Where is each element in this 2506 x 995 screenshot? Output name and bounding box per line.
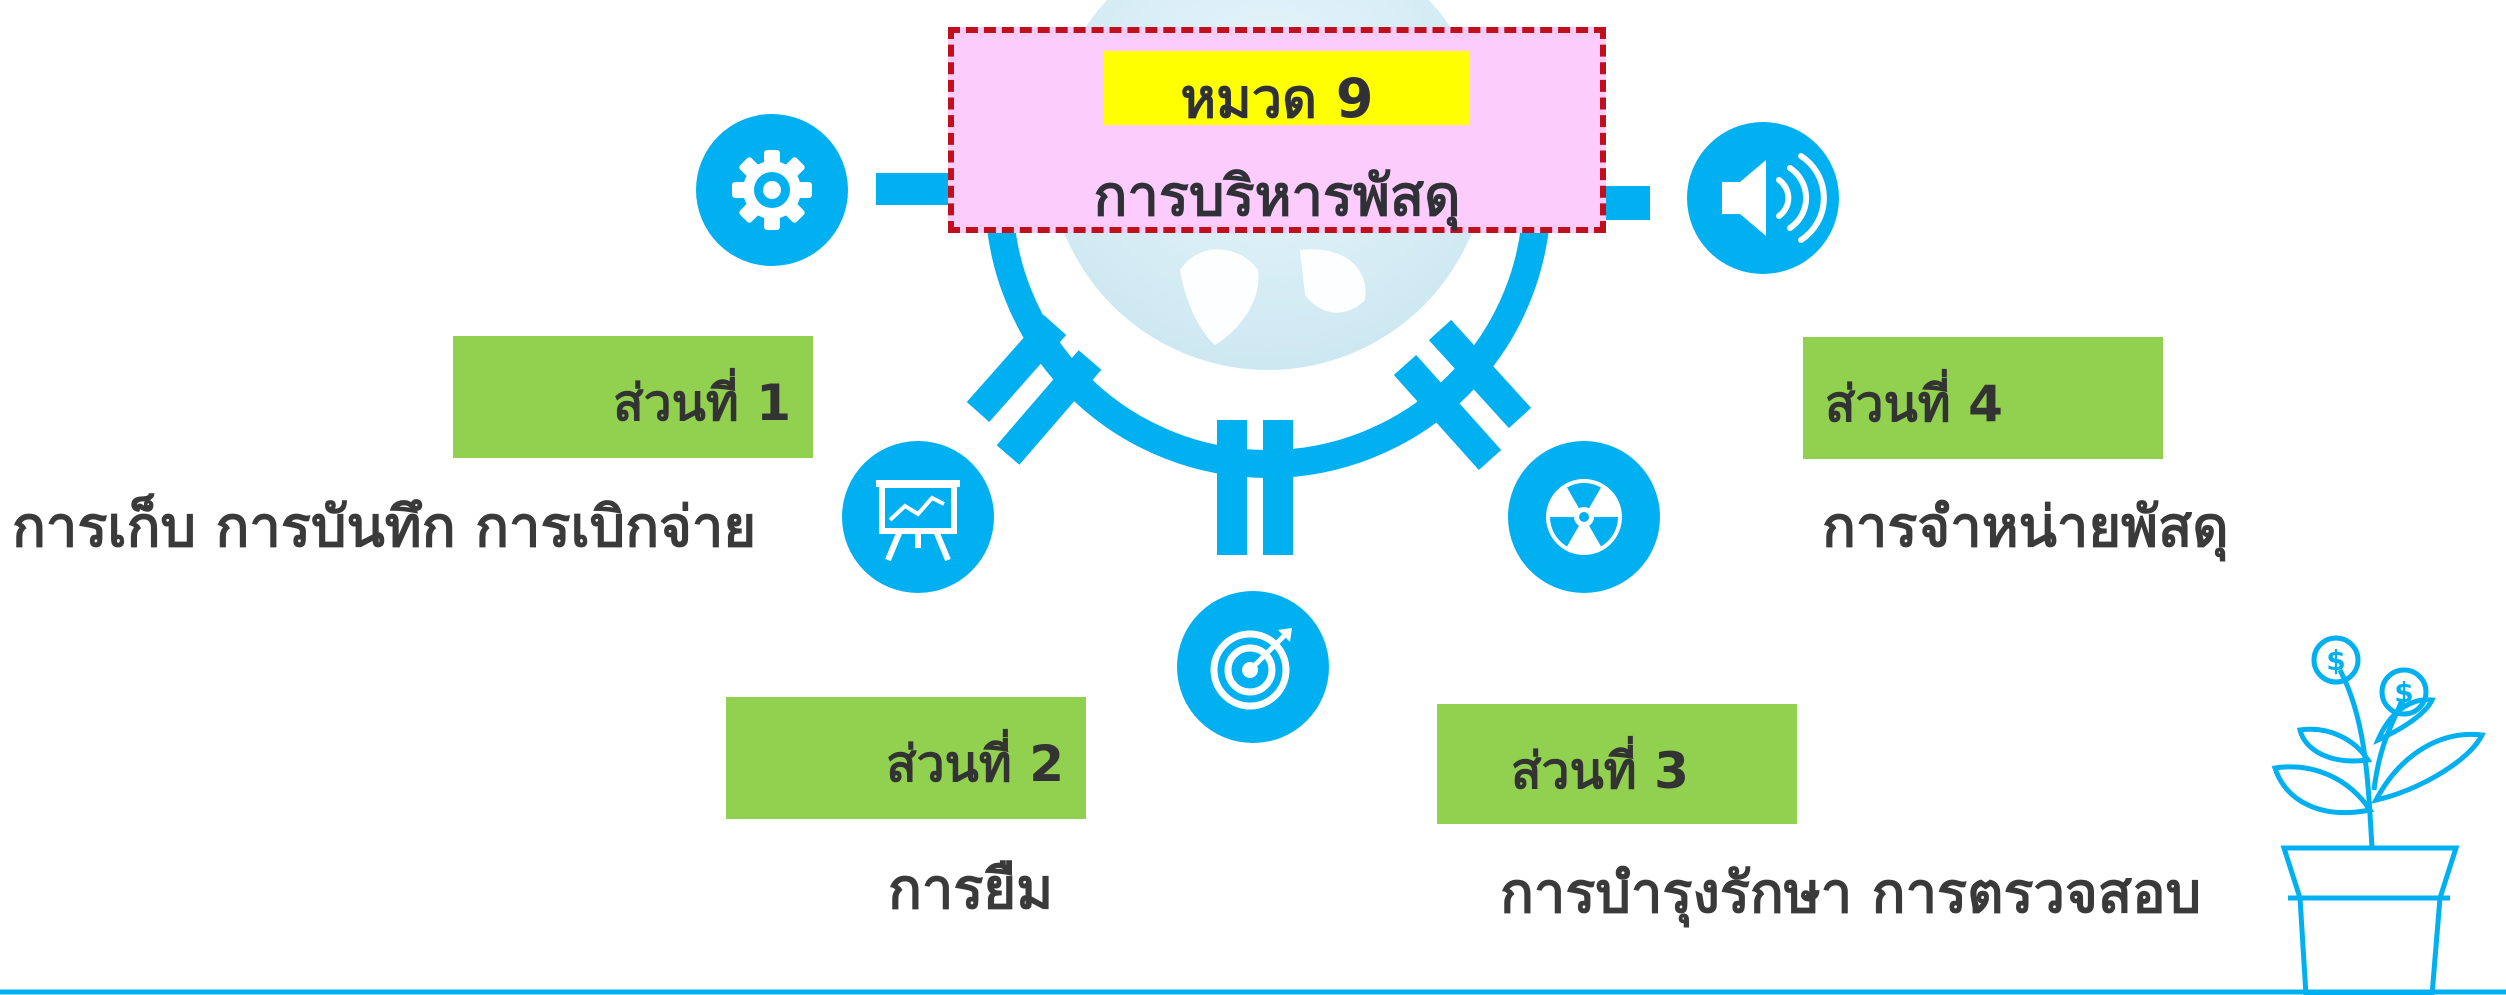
section-2-description: การยืม [888,857,1054,922]
section-4-label: ส่วนที่ 4 [1825,375,2003,433]
chapter-title: การบริหารพัสดุ [1093,164,1461,229]
chapter-highlight [1104,51,1470,125]
connector-right [1600,186,1650,220]
section-4-description: การจำหน่ายพัสดุ [1822,495,2229,560]
section-2-label: ส่วนที่ 2 [886,735,1064,793]
section-1-description: การเก็บ การบันทึก การเบิกจ่าย [12,495,757,560]
gear-icon [696,114,848,266]
target-icon [1177,591,1329,743]
dollar-coin-left: $ [2326,644,2345,677]
money-plant-icon [2271,635,2486,995]
dollar-coin-right: $ [2394,676,2413,709]
section-1-label: ส่วนที่ 1 [613,374,791,432]
section-3-label: ส่วนที่ 3 [1511,742,1689,800]
connector-left [876,173,958,205]
radiation-icon [1508,441,1660,593]
presentation-chart-icon [842,441,994,593]
section-3-description: การบำรุงรักษา การตรวจสอบ [1500,861,2202,926]
section-2-label-box: ส่วนที่ 2 [726,697,1086,819]
section-4-label-box: ส่วนที่ 4 [1803,337,2163,459]
section-1-label-box: ส่วนที่ 1 [453,336,813,458]
chapter-number: หมวด 9 [1180,67,1374,130]
hub-spokes [966,315,1532,555]
chapter-title-box: หมวด 9 การบริหารพัสดุ [948,27,1606,233]
speaker-icon [1687,122,1839,274]
section-3-label-box: ส่วนที่ 3 [1437,704,1797,824]
